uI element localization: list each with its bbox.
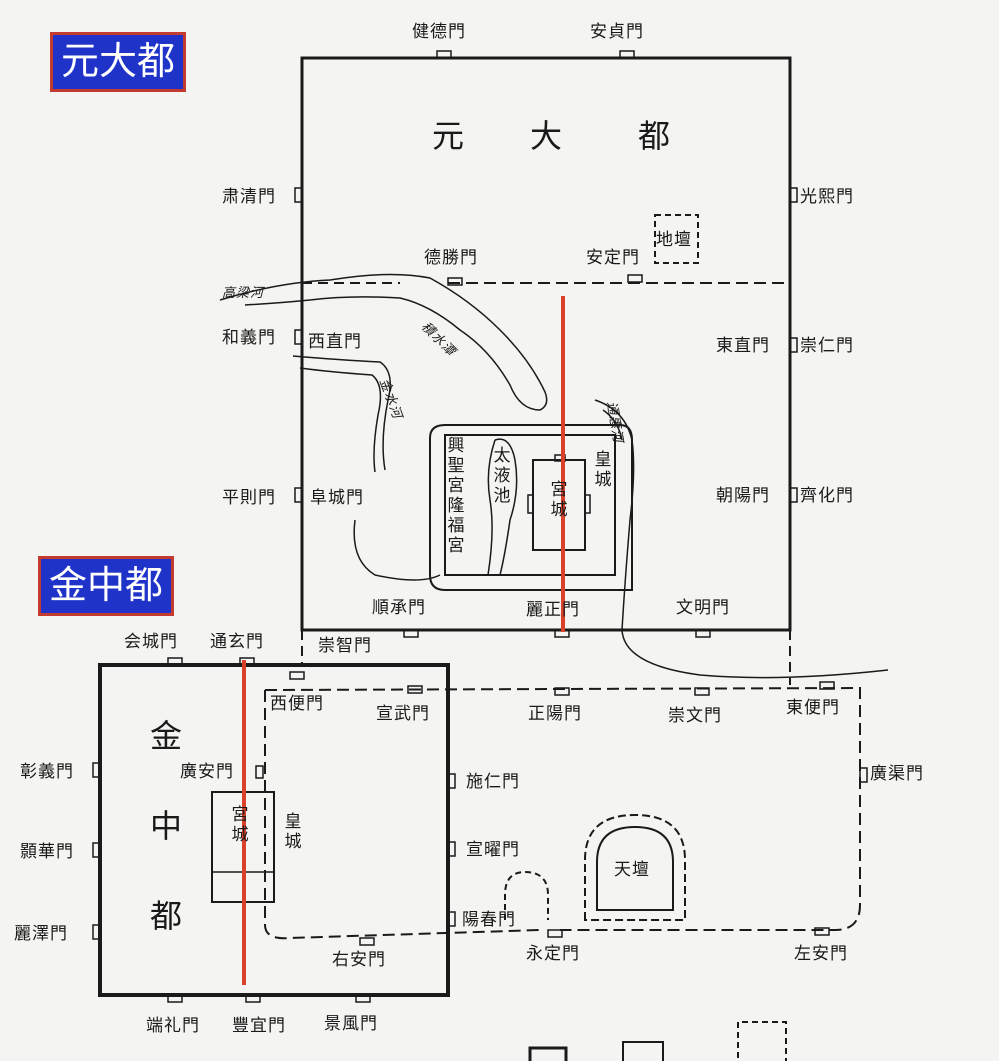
imperial-city-label: 皇城 bbox=[594, 450, 612, 490]
gate-youan: 右安門 bbox=[332, 950, 386, 970]
gate-pingze: 平則門 bbox=[222, 488, 276, 508]
jin-zhongdu-badge: 金中都 bbox=[38, 556, 175, 616]
gate-dongbian: 東便門 bbox=[786, 698, 840, 718]
yuan-title-2: 大 bbox=[530, 117, 563, 155]
gate-heyi: 和義門 bbox=[222, 328, 276, 348]
jin-title-3: 都 bbox=[150, 897, 183, 935]
ming-outer-wall bbox=[264, 686, 861, 940]
gate-anzhen: 安貞門 bbox=[590, 22, 644, 42]
gate-desheng: 德勝門 bbox=[424, 248, 478, 268]
gate-qihua: 齊化門 bbox=[800, 486, 854, 506]
longfu-palace-label: 隆福宮 bbox=[447, 496, 465, 556]
tonghui-river bbox=[594, 399, 889, 679]
gate-duanli: 端礼門 bbox=[146, 1016, 200, 1036]
gate-zhengyang: 正陽門 bbox=[528, 704, 582, 724]
palace-city-label: 宮城 bbox=[550, 480, 568, 520]
gate-shuncheng: 順承門 bbox=[372, 598, 426, 618]
gate-xuanyao: 宣曜門 bbox=[466, 840, 520, 860]
gate-fengyi: 豐宜門 bbox=[232, 1016, 286, 1036]
taiye-pond bbox=[487, 438, 518, 576]
gaoliang-river bbox=[219, 273, 548, 411]
gate-chaoyang: 朝陽門 bbox=[716, 486, 770, 506]
gate-dongzhi: 東直門 bbox=[716, 336, 770, 356]
yuan-title-1: 元 bbox=[432, 117, 465, 155]
jin-palace-label: 宮城 bbox=[231, 805, 249, 845]
jin-imperial-city-label: 皇城 bbox=[284, 812, 302, 852]
temple-of-heaven bbox=[584, 813, 686, 921]
gate-chongren: 崇仁門 bbox=[800, 336, 854, 356]
jinshui-river bbox=[292, 355, 391, 473]
yuan-dadu-badge: 元大都 bbox=[50, 32, 187, 92]
gate-guangan: 廣安門 bbox=[180, 762, 234, 782]
gate-haohua: 顥華門 bbox=[20, 842, 74, 862]
gate-yongding: 永定門 bbox=[526, 944, 580, 964]
jin-title-1: 金 bbox=[150, 717, 183, 755]
gate-lizheng: 麗正門 bbox=[526, 600, 580, 620]
earth-altar bbox=[654, 214, 699, 264]
gate-xuanwu: 宣武門 bbox=[376, 704, 430, 724]
gate-huicheng: 会城門 bbox=[124, 632, 178, 652]
gate-tongxuan: 通玄門 bbox=[210, 632, 264, 652]
jin-zhongdu-wall bbox=[98, 663, 450, 997]
gate-jingfeng: 景風門 bbox=[324, 1014, 378, 1034]
gate-suqing: 肃清門 bbox=[222, 187, 276, 207]
jin-title-2: 中 bbox=[150, 807, 183, 845]
temple-of-heaven-label: 天壇 bbox=[614, 860, 650, 880]
xingsheng-palace-label: 興聖宮 bbox=[447, 436, 465, 496]
gate-guangqu: 廣渠門 bbox=[870, 764, 924, 784]
gate-zhangyi: 彰義門 bbox=[20, 762, 74, 782]
gate-xibian: 西便門 bbox=[270, 694, 324, 714]
gate-fucheng: 阜城門 bbox=[310, 488, 364, 508]
imperial-city-wall bbox=[429, 424, 633, 591]
gate-xizhi: 西直門 bbox=[308, 332, 362, 352]
gate-lize: 麗澤門 bbox=[14, 924, 68, 944]
river-label-gaoliang: 高梁河 bbox=[222, 286, 265, 301]
gate-anding: 安定門 bbox=[586, 248, 640, 268]
gate-chongwen: 崇文門 bbox=[668, 706, 722, 726]
earth-altar-label: 地壇 bbox=[656, 230, 692, 250]
gate-wenming: 文明門 bbox=[676, 598, 730, 618]
gate-jiande: 健德門 bbox=[412, 22, 466, 42]
gate-chongzhi: 崇智門 bbox=[318, 636, 372, 656]
taiye-pond-label: 太液池 bbox=[493, 446, 511, 506]
gate-zuoan: 左安門 bbox=[794, 944, 848, 964]
gate-guangxi: 光熙門 bbox=[800, 187, 854, 207]
gate-shiren: 施仁門 bbox=[466, 772, 520, 792]
yuan-title-3: 都 bbox=[638, 117, 671, 155]
gate-yangchun: 陽春門 bbox=[462, 910, 516, 930]
